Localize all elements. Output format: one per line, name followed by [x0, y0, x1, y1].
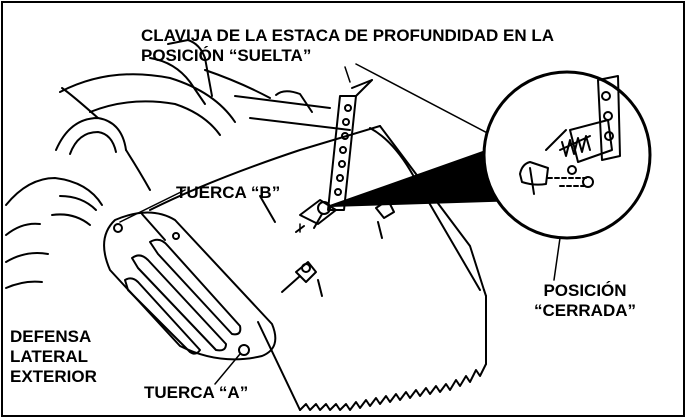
label-depth-stake-pin-line2: POSICIÓN “SUELTA”: [141, 46, 312, 65]
tine-shield: [141, 125, 487, 411]
label-depth-stake-pin: CLAVIJA DE LA ESTACA DE PROFUNDIDAD EN L…: [141, 26, 554, 66]
magnified-pin-detail: [519, 75, 621, 195]
label-outer-side-guard-line2: LATERAL: [10, 347, 89, 366]
tire: [5, 177, 103, 289]
label-closed-position-line2: “CERRADA”: [534, 301, 636, 320]
label-outer-side-guard-line3: EXTERIOR: [10, 367, 97, 386]
outer-side-guard: [103, 211, 277, 361]
label-nut-a: TUERCA “A”: [144, 383, 249, 402]
label-closed-position-line1: POSICIÓN: [543, 281, 627, 300]
label-closed-position: POSICIÓN “CERRADA”: [534, 281, 636, 321]
engine-outline: [55, 39, 351, 191]
label-depth-stake-pin-line1: CLAVIJA DE LA ESTACA DE PROFUNDIDAD EN L…: [141, 26, 555, 45]
depth-stake: [327, 79, 373, 211]
pin-assembly-small: [295, 199, 337, 233]
label-outer-side-guard-line1: DEFENSA: [10, 327, 92, 346]
shield-brackets: [281, 199, 395, 297]
label-nut-b: TUERCA “B”: [176, 183, 281, 202]
label-outer-side-guard: DEFENSA LATERAL EXTERIOR: [10, 327, 97, 387]
